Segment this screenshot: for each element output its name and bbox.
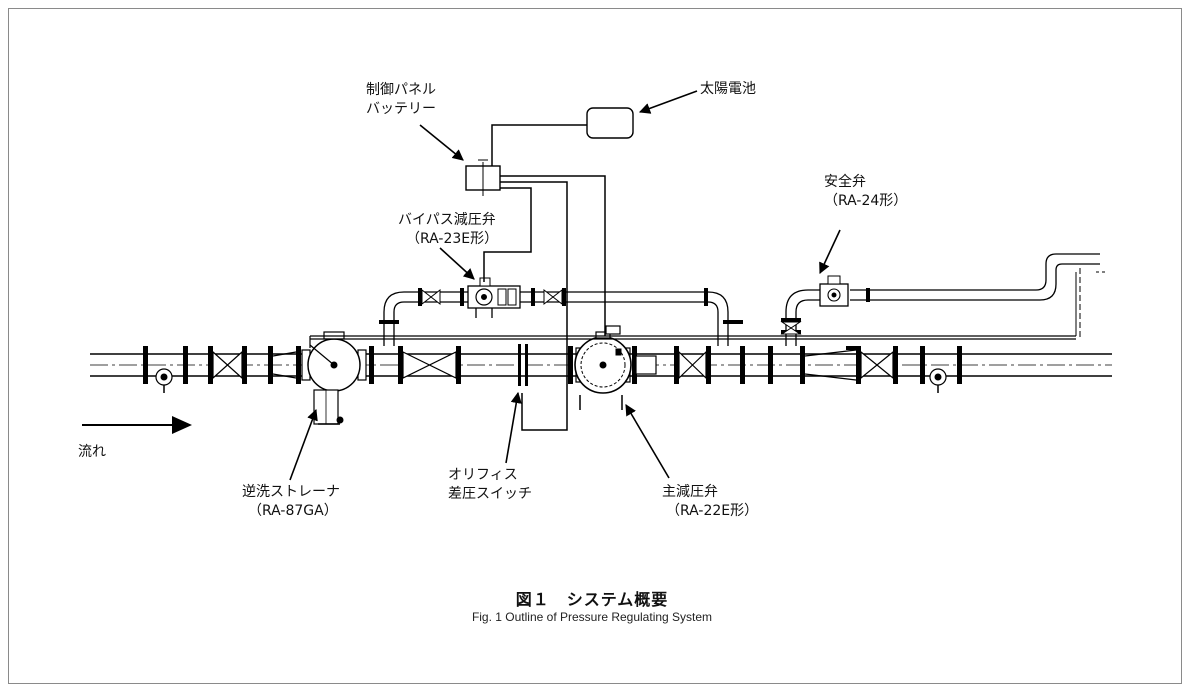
main-reducing-valve [574, 325, 657, 410]
label-strainer: 逆洗ストレーナ （RA-87GA） [242, 483, 340, 521]
label-flow-text: 流れ [78, 444, 106, 460]
label-main-valve: 主減圧弁 （RA-22E形） [662, 483, 758, 521]
label-control-panel: 制御パネル バッテリー [366, 81, 436, 119]
backwash-strainer [301, 331, 367, 425]
label-control-panel-line2: バッテリー [366, 101, 436, 117]
label-strainer-line2: （RA-87GA） [248, 503, 338, 519]
gate-valves [212, 350, 894, 380]
label-bypass-valve-line2: （RA-23E形） [406, 231, 499, 247]
label-orifice: オリフィス 差圧スイッチ [448, 466, 532, 504]
pressure-gauges [155, 368, 947, 393]
label-bypass-valve-line1: バイパス減圧弁 [398, 212, 496, 228]
pipe-support [846, 346, 858, 350]
label-flow: 流れ [78, 443, 106, 462]
sensing-line [309, 335, 1076, 348]
label-orifice-line1: オリフィス [448, 467, 518, 483]
solar-cell-box [586, 107, 634, 139]
label-orifice-line2: 差圧スイッチ [448, 486, 532, 502]
label-safety-valve-line1: 安全弁 [824, 174, 866, 190]
control-panel-box [465, 159, 501, 196]
bypass-line [383, 291, 729, 346]
label-control-panel-line1: 制御パネル [366, 82, 436, 98]
label-bypass-valve: バイパス減圧弁 （RA-23E形） [398, 211, 498, 249]
flow-arrow [82, 416, 192, 434]
label-safety-valve: 安全弁 （RA-24形） [822, 173, 907, 211]
control-wiring [483, 124, 606, 431]
label-safety-valve-line2: （RA-24形） [824, 193, 908, 209]
safety-valve-branch [785, 253, 1100, 346]
pipe-reducers [272, 349, 857, 381]
safety-valve [780, 275, 849, 335]
figure-caption-japanese: 図１ システム概要 [515, 590, 669, 609]
drain-lines [1075, 268, 1108, 338]
bypass-reducing-valve [467, 277, 521, 318]
bypass-fittings [379, 288, 743, 324]
figure-caption-english: Fig. 1 Outline of Pressure Regulating Sy… [471, 610, 713, 624]
label-strainer-line1: 逆洗ストレーナ [242, 484, 340, 500]
label-solar-cell-text: 太陽電池 [700, 81, 756, 97]
label-main-valve-line2: （RA-22E形） [666, 503, 759, 519]
bypass-valves [421, 288, 563, 306]
label-solar-cell: 太陽電池 [700, 80, 756, 99]
pipe-flanges [143, 344, 962, 386]
label-main-valve-line1: 主減圧弁 [662, 484, 718, 500]
leader-arrows [289, 90, 841, 481]
